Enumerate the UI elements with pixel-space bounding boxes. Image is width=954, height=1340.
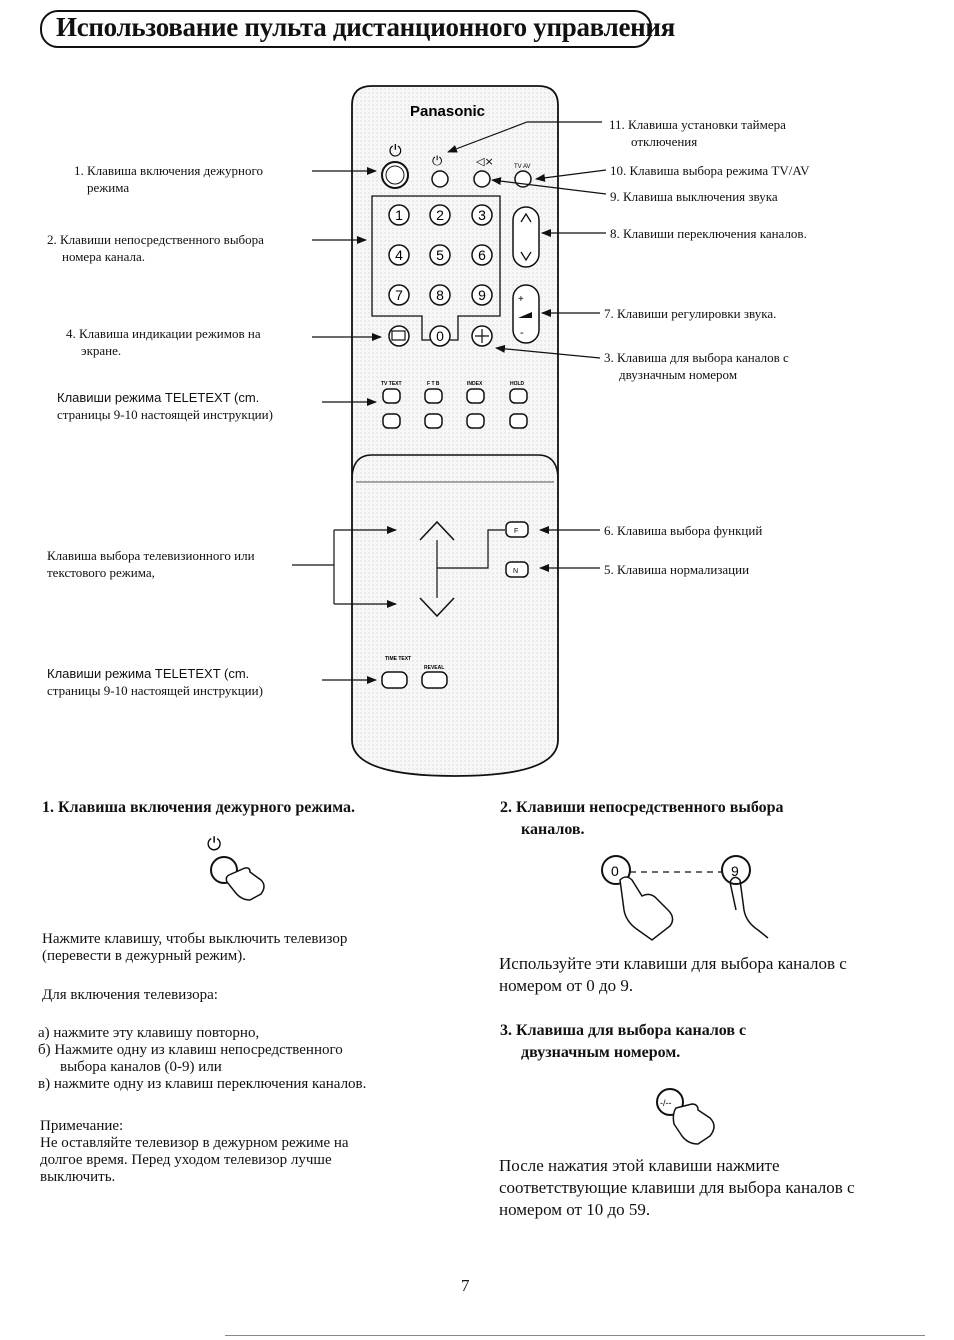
callout-4: 4. Клавиша индикации режимов на экране. [66, 326, 261, 358]
section-3-heading: 3. Клавиша для выбора каналов с двузначн… [500, 1022, 747, 1061]
digit-1-button[interactable]: 1 [388, 204, 410, 226]
callout-teletext-1: Клавиши режима TELETEXT (cm. страницы 9-… [57, 390, 273, 422]
section-1-note: Примечание: Не оставляйте телевизор в де… [40, 1118, 349, 1185]
title-frame [40, 10, 652, 48]
teletext-button-5[interactable] [382, 413, 401, 429]
remote-illustration: Panasonic ⏻ ⏻ ◁× TV AV 1 2 3 4 5 6 7 8 9… [292, 85, 607, 777]
teletext-button-8[interactable] [509, 413, 528, 429]
teletext-button-3[interactable] [466, 388, 485, 404]
digit-from-label: 0 [611, 863, 619, 879]
callout-teletext-2: Клавиши режима TELETEXT (cm. страницы 9-… [47, 666, 263, 698]
callout-1: 1. Клавиша включения дежурного режима [74, 163, 263, 195]
svg-text:⏻: ⏻ [389, 141, 402, 160]
time-text-button[interactable] [381, 671, 408, 689]
mute-button[interactable]: ◁× [473, 155, 494, 188]
hold-label: HOLD [510, 381, 525, 387]
page-number: 7 [461, 1276, 470, 1295]
digit-8-button[interactable]: 8 [429, 284, 451, 306]
digit-label: 5 [436, 247, 444, 263]
callout-6: 6. Клавиша выбора функций [604, 523, 763, 538]
section-1-list: а) нажмите эту клавишу повторно, б) Нажм… [38, 1025, 367, 1092]
digit-2-button[interactable]: 2 [429, 204, 451, 226]
callout-2: 2. Клавиши непосредственного выбора номе… [47, 232, 264, 264]
digit-label: 8 [436, 287, 444, 303]
two-digit-hand-icon: -/-- [656, 1088, 715, 1145]
digit-7-button[interactable]: 7 [388, 284, 410, 306]
digit-9-button[interactable]: 9 [471, 284, 493, 306]
timer-button[interactable]: ⏻ [431, 154, 449, 188]
tvtext-label: TV TEXT [381, 381, 402, 387]
svg-text:⏻: ⏻ [432, 154, 442, 169]
callout-3: 3. Клавиша для выбора каналов с двузначн… [604, 350, 789, 382]
svg-text:◁×: ◁× [476, 155, 494, 168]
digit-label: 2 [436, 207, 444, 223]
callout-8: 8. Клавиши переключения каналов. [610, 226, 807, 241]
power-button[interactable]: ⏻ [381, 141, 409, 189]
digit-5-button[interactable]: 5 [429, 244, 451, 266]
display-button[interactable] [388, 325, 410, 347]
section-1-heading: 1. Клавиша включения дежурного режима. [42, 799, 356, 816]
callout-10: 10. Клавиша выбора режима TV/AV [610, 163, 810, 178]
teletext-button-7[interactable] [466, 413, 485, 429]
section-2-para: Используйте эти клавиши для выбора канал… [499, 954, 847, 995]
teletext-button-6[interactable] [424, 413, 443, 429]
callout-9: 9. Клавиша выключения звука [610, 189, 778, 204]
bottom-rule [225, 1335, 925, 1336]
tvav-label: TV AV [514, 164, 531, 170]
volume-rocker[interactable]: + - [512, 284, 540, 344]
function-label: F [514, 528, 518, 535]
svg-text:⏻: ⏻ [207, 834, 221, 855]
up-arrow-icon [419, 520, 455, 541]
remote-brand: Panasonic [410, 103, 485, 120]
channel-rocker[interactable] [512, 206, 540, 268]
digit-label: 7 [395, 287, 403, 303]
down-arrow-icon [419, 597, 455, 618]
teletext-button-2[interactable] [424, 388, 443, 404]
two-digit-button[interactable] [471, 325, 493, 347]
page-title: Использование пульта дистанционного упра… [56, 12, 675, 42]
function-button[interactable]: F [505, 521, 529, 538]
digit-0-button[interactable]: 0 [429, 325, 451, 347]
digit-4-button[interactable]: 4 [388, 244, 410, 266]
callout-tv-text: Клавиша выбора телевизионного или тексто… [47, 548, 255, 580]
normalize-label: N [513, 568, 518, 575]
digit-label: 0 [436, 328, 444, 344]
digit-3-button[interactable]: 3 [471, 204, 493, 226]
digit-label: 9 [478, 287, 486, 303]
time-text-label: TIME TEXT [385, 656, 411, 662]
section-1-para2: Для включения телевизора: [42, 987, 218, 1003]
section-1-para1: Нажмите клавишу, чтобы выключить телевиз… [42, 931, 348, 964]
ftb-label: F T B [427, 381, 440, 387]
reveal-button[interactable] [421, 671, 448, 689]
power-hand-icon: ⏻ [207, 834, 265, 901]
callout-7: 7. Клавиши регулировки звука. [604, 306, 777, 321]
teletext-button-1[interactable] [382, 388, 401, 404]
digit-label: 6 [478, 247, 486, 263]
callout-5: 5. Клавиша нормализации [604, 562, 750, 577]
volume-minus-label: - [520, 327, 524, 339]
digit-6-button[interactable]: 6 [471, 244, 493, 266]
section-3-para: После нажатия этой клавиши нажмите соотв… [499, 1156, 855, 1219]
callout-11: 11. Клавиша установки таймера отключения [609, 117, 786, 149]
teletext-button-4[interactable] [509, 388, 528, 404]
volume-plus-label: + [518, 294, 524, 305]
digit-keys-hand-icon: 0 9 [601, 855, 769, 941]
index-label: INDEX [467, 381, 483, 387]
remote-flap [351, 454, 559, 481]
digit-label: 4 [395, 247, 403, 263]
reveal-label: REVEAL [424, 665, 444, 671]
digit-to-label: 9 [731, 863, 739, 879]
two-digit-label: -/-- [660, 1098, 672, 1108]
remote-body [351, 85, 559, 777]
digit-label: 1 [395, 207, 403, 223]
normalize-button[interactable]: N [505, 561, 529, 578]
keypad-panel [371, 195, 501, 341]
digit-label: 3 [478, 207, 486, 223]
section-2-heading: 2. Клавиши непосредственного выбора кана… [500, 799, 784, 838]
